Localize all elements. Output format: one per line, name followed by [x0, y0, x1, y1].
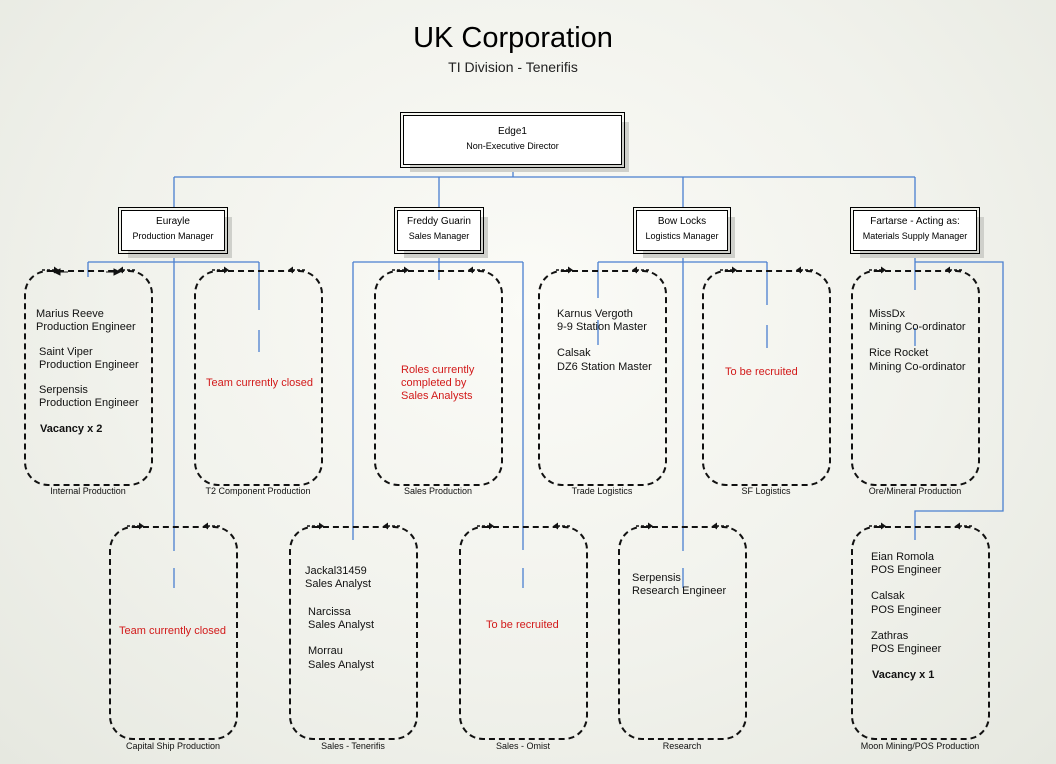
- member-name: Rice Rocket: [869, 347, 929, 359]
- member-name: Jackal31459: [305, 565, 367, 577]
- team-ore-mineral-production: [851, 270, 980, 486]
- member-role: 9-9 Station Master: [557, 321, 647, 333]
- team-note: Roles currently completed by Sales Analy…: [401, 364, 475, 402]
- director-name: Edge1: [498, 126, 527, 137]
- manager-name: Fartarse - Acting as:: [870, 216, 960, 227]
- team-note: Team currently closed: [119, 625, 226, 637]
- vacancy-label: Vacancy x 1: [872, 669, 935, 681]
- member-role: POS Engineer: [871, 643, 942, 655]
- manager-name: Eurayle: [156, 216, 190, 227]
- member-name: Serpensis: [39, 384, 88, 396]
- team-sf-logistics: [702, 270, 831, 486]
- manager-name: Freddy Guarin: [407, 216, 471, 227]
- team-label: Capital Ship Production: [125, 741, 221, 751]
- member-name: Morrau: [308, 645, 343, 657]
- member-name: Zathras: [871, 630, 909, 642]
- member-role: DZ6 Station Master: [557, 361, 652, 373]
- team-moon-mining-pos-production: [851, 526, 990, 740]
- manager-role: Production Manager: [132, 231, 214, 241]
- member-name: Marius Reeve: [36, 308, 104, 320]
- team-label: Sales - Omist: [495, 741, 550, 751]
- member-role: Production Engineer: [39, 359, 139, 371]
- team-label: T2 Component Production: [205, 486, 311, 496]
- member-name: Eian Romola: [871, 551, 934, 563]
- member-role: Research Engineer: [632, 585, 727, 597]
- vacancy-label: Vacancy x 2: [40, 423, 103, 435]
- manager-box-sales: Freddy Guarin Sales Manager: [394, 207, 484, 254]
- team-sales-production: [374, 270, 503, 486]
- director-role: Non-Executive Director: [466, 141, 559, 151]
- member-role: Production Engineer: [36, 321, 136, 333]
- manager-role: Logistics Manager: [645, 231, 719, 241]
- manager-role: Materials Supply Manager: [862, 231, 968, 241]
- member-name: Calsak: [557, 347, 591, 359]
- manager-name: Bow Locks: [657, 216, 707, 227]
- member-role: Production Engineer: [39, 397, 139, 409]
- team-label: Moon Mining/POS Production: [860, 741, 980, 751]
- team-sales-tenerifis: [289, 526, 418, 740]
- team-label: Ore/Mineral Production: [868, 486, 962, 496]
- team-label: Internal Production: [50, 486, 126, 496]
- member-role: Sales Analyst: [308, 619, 375, 631]
- member-role: Sales Analyst: [305, 578, 372, 590]
- team-label: SF Logistics: [741, 486, 791, 496]
- member-name: Narcissa: [308, 606, 351, 618]
- member-role: POS Engineer: [871, 604, 942, 616]
- team-label: Trade Logistics: [571, 486, 633, 496]
- team-note: To be recruited: [725, 366, 798, 378]
- team-sales-omist: [459, 526, 588, 740]
- team-label: Sales Production: [403, 486, 473, 496]
- member-role: Mining Co-ordinator: [869, 321, 966, 333]
- team-trade-logistics: [538, 270, 667, 486]
- team-capital-ship-production: [109, 526, 238, 740]
- manager-box-logistics: Bow Locks Logistics Manager: [633, 207, 731, 254]
- member-role: POS Engineer: [871, 564, 942, 576]
- member-name: MissDx: [869, 308, 906, 320]
- manager-role: Sales Manager: [408, 231, 470, 241]
- team-note: To be recruited: [486, 619, 559, 631]
- team-internal-production: [24, 270, 153, 486]
- team-label: Sales - Tenerifis: [321, 741, 385, 751]
- team-note: Team currently closed: [206, 377, 313, 389]
- member-name: Serpensis: [632, 572, 681, 584]
- manager-box-materials: Fartarse - Acting as: Materials Supply M…: [850, 207, 980, 254]
- member-name: Karnus Vergoth: [557, 308, 633, 320]
- member-role: Mining Co-ordinator: [869, 361, 966, 373]
- team-t2-component-production: [194, 270, 323, 486]
- team-label: Research: [662, 741, 702, 751]
- member-name: Saint Viper: [39, 346, 93, 358]
- director-box: Edge1 Non-Executive Director: [400, 112, 625, 168]
- member-role: Sales Analyst: [308, 659, 375, 671]
- chart-subtitle: TI Division - Tenerifis: [448, 59, 578, 75]
- manager-box-production: Eurayle Production Manager: [118, 207, 228, 254]
- member-name: Calsak: [871, 590, 905, 602]
- team-research: [618, 526, 747, 740]
- chart-title: UK Corporation: [413, 22, 613, 54]
